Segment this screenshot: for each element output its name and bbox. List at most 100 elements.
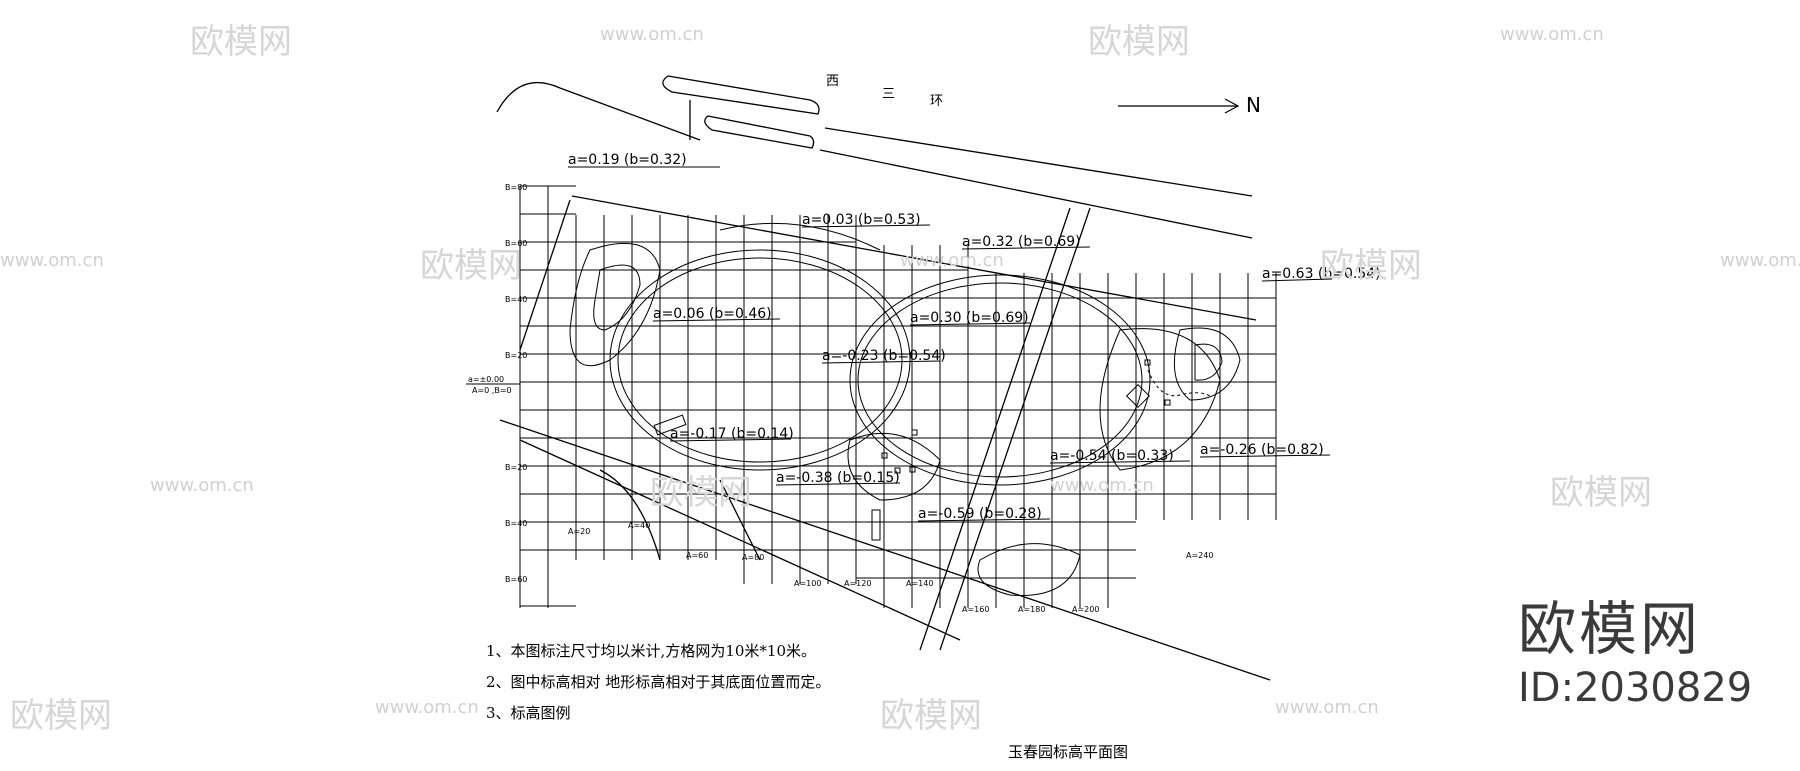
roads (496, 75, 1271, 681)
east-diagonal-road-1 (919, 207, 1071, 651)
contour-northwest-1 (569, 242, 661, 367)
grid-b-label: B=60 (505, 239, 527, 248)
grid-a-label: A=80 (742, 553, 764, 562)
watermark-brand-4: 欧模网 (1320, 246, 1422, 286)
elevation-label: a=0.03 (b=0.53) (802, 212, 921, 228)
elevation-label: a=-0.54 (b=0.33) (1050, 448, 1174, 464)
elevation-label: a=-0.59 (b=0.28) (918, 506, 1042, 522)
pavilion-east (1125, 383, 1151, 409)
elevation-leader-lines (568, 166, 1333, 522)
grid-a-label: A=20 (568, 527, 590, 536)
elevation-leader-line (1049, 460, 1191, 464)
elevation-leader-line (669, 438, 791, 442)
elevation-leader-line (1261, 278, 1333, 282)
watermark-url-4: www.om.cn (900, 250, 1004, 271)
grid-b-label: B=40 (505, 519, 527, 528)
grid-b-label: B=60 (505, 575, 527, 584)
elevation-label: a=0.19 (b=0.32) (568, 152, 687, 168)
stone-path-east (1147, 369, 1211, 397)
grid-a-label: A=120 (844, 579, 871, 588)
elevation-leader-line (909, 322, 1031, 326)
east-loop-path (1099, 328, 1221, 471)
watermark-url-5: www.om.cn (1720, 250, 1800, 271)
watermark-url-9: www.om.cn (1275, 697, 1379, 718)
grid-a-label: A=160 (962, 605, 989, 614)
marker-3 (911, 429, 918, 436)
elevation-leader-line (917, 518, 1051, 522)
watermark-brand-8: 欧模网 (880, 696, 982, 736)
watermark-brand-large: 欧模网 (1518, 595, 1702, 663)
watermark-brand-6: 欧模网 (1550, 473, 1652, 513)
watermark-url-7: www.om.cn (1050, 475, 1154, 496)
road-label-char-2: 三 (882, 87, 895, 102)
elevation-leader-line (821, 360, 941, 364)
site-boundary (571, 195, 1257, 321)
grid-a-label: A=200 (1072, 605, 1099, 614)
origin-label-coords: A=0 ,B=0 (472, 386, 512, 395)
south-road-bend-2 (719, 479, 761, 561)
marker-1 (881, 452, 888, 459)
north-loop-bulge (719, 222, 881, 251)
road-label-char-1: 西 (826, 74, 839, 89)
south-plaza (977, 543, 1081, 596)
elevation-leader-line (961, 246, 1091, 250)
elevation-leader-line (775, 482, 901, 486)
elevation-leader-line (801, 224, 931, 228)
watermark-brand-2: 欧模网 (1088, 22, 1190, 62)
elevation-label: a=-0.17 (b=0.14) (670, 426, 794, 442)
inner-loop-path-east (849, 274, 1151, 486)
paths-and-contours (569, 222, 1241, 596)
elevation-label: a=0.32 (b=0.69) (962, 234, 1081, 250)
note-line-2: 2、图中标高相对 地形标高相对于其底面位置而定。 (486, 673, 831, 691)
grid-b-label: B=20 (505, 351, 527, 360)
contour-east-1 (1173, 327, 1241, 401)
watermark-brand-3: 欧模网 (420, 246, 522, 286)
grid-a-label: A=40 (628, 521, 650, 530)
watermark-url-1: www.om.cn (600, 24, 704, 45)
marker-4 (909, 466, 916, 473)
south-road-1 (499, 419, 1271, 681)
watermark-url-6: www.om.cn (150, 475, 254, 496)
grid-b-label: B=80 (505, 183, 527, 192)
grid-a-label: A=100 (794, 579, 821, 588)
grid-network (519, 185, 1277, 608)
plan-title: 玉春园标高平面图 (1008, 743, 1129, 761)
drop-contour (847, 432, 941, 501)
watermark-id: ID:2030829 (1518, 665, 1753, 711)
grid-b-label: B=20 (505, 463, 527, 472)
elevation-label: a=0.30 (b=0.69) (910, 310, 1029, 326)
road-island-1 (662, 75, 820, 115)
elevation-label: a=-0.38 (b=0.15) (776, 470, 900, 486)
north-label: N (1246, 93, 1261, 117)
west-road-edge (689, 100, 1253, 239)
road-label-char-3: 环 (930, 94, 943, 109)
note-line-1: 1、本图标注尺寸均以米计,方格网为10米*10米。 (486, 642, 816, 660)
watermark-brand-5: 欧模网 (650, 473, 752, 513)
east-diagonal-road-2 (939, 207, 1091, 651)
grid-b-axis-labels: B=80B=60B=40B=20B=20B=40B=60 (505, 183, 527, 584)
south-road-bend (599, 469, 661, 561)
elevation-labels: a=0.19 (b=0.32) a=0.03 (b=0.53) a=0.32 (b=… (568, 152, 1381, 522)
marker-5 (1144, 359, 1151, 366)
watermark-brand-7: 欧模网 (10, 696, 112, 736)
grid-a-label: A=60 (686, 551, 708, 560)
grid-a-label: A=140 (906, 579, 933, 588)
elevation-label: a=-0.23 (b=0.54) (822, 348, 946, 364)
inner-loop-path-west-2 (617, 257, 903, 463)
south-road-2 (519, 439, 961, 641)
watermark-url-8: www.om.cn (375, 697, 479, 718)
watermark-url-3: www.om.cn (0, 250, 104, 271)
stairs-south (871, 509, 881, 541)
watermark-url-2: www.om.cn (1500, 24, 1604, 45)
grid-b-label: B=40 (505, 295, 527, 304)
elevation-label: a=0.06 (b=0.46) (653, 306, 772, 322)
elevation-leader-line (1199, 454, 1331, 458)
note-line-3: 3、标高图例 (486, 704, 571, 722)
site-features (653, 359, 1211, 541)
west-road-inner (824, 127, 1253, 197)
contour-east-2 (1194, 343, 1223, 381)
origin-label-elevation: a=±0.00 (468, 375, 504, 384)
grid-a-label: A=240 (1186, 551, 1213, 560)
